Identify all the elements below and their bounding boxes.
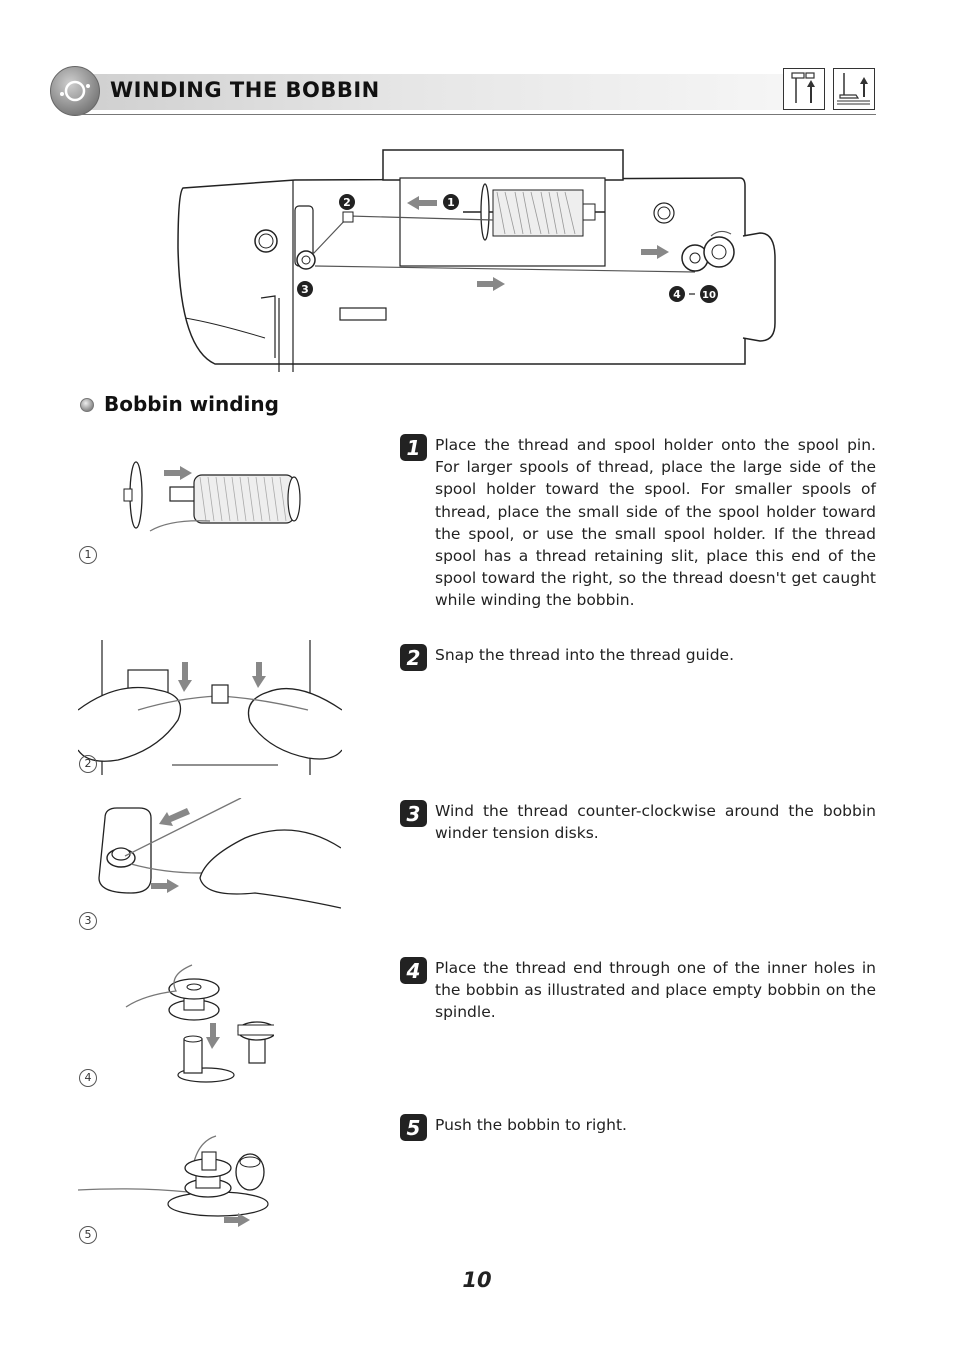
figure-label-5: 5 — [79, 1226, 97, 1244]
callout-badges: 1 2 3 4 10 — [297, 194, 718, 303]
step-2: 2 Snap the thread into the thread guide. — [400, 644, 876, 671]
subheading-title: Bobbin winding — [104, 392, 279, 416]
figure-label-1: 1 — [79, 546, 97, 564]
step-text: Place the thread and spool holder onto t… — [435, 436, 876, 610]
step-text: Push the bobbin to right. — [435, 1116, 627, 1134]
figure-label-4: 4 — [79, 1069, 97, 1087]
figure-1-spool-holder — [110, 455, 310, 540]
callout-10: 10 — [702, 290, 716, 301]
section-header: WINDING THE BOBBIN — [50, 66, 876, 116]
step-text: Wind the thread counter-clockwise around… — [435, 802, 876, 843]
step-5: 5 Push the bobbin to right. — [400, 1114, 876, 1141]
step-4: 4 Place the thread end through one of th… — [400, 957, 876, 1024]
sewing-machine-top-illustration: 1 2 3 4 10 — [175, 148, 785, 376]
step-text: Place the thread end through one of the … — [435, 959, 876, 1022]
subheading-bullet-icon — [80, 398, 94, 412]
step-number-badge: 4 — [400, 957, 427, 984]
callout-4: 4 — [673, 288, 681, 301]
needle-up-icon — [783, 68, 825, 110]
figure-5-push-bobbin — [77, 1132, 278, 1232]
step-number-badge: 5 — [400, 1114, 427, 1141]
page-title: WINDING THE BOBBIN — [110, 78, 380, 102]
step-text: Snap the thread into the thread guide. — [435, 646, 735, 664]
figure-label-2: 2 — [79, 755, 97, 773]
header-bar — [72, 74, 824, 110]
header-underline — [72, 114, 876, 115]
section-bullet-icon — [50, 66, 100, 116]
figure-label-3: 3 — [79, 912, 97, 930]
step-number-badge: 2 — [400, 644, 427, 671]
step-3: 3 Wind the thread counter-clockwise arou… — [400, 800, 876, 844]
page-number: 10 — [462, 1268, 492, 1292]
presser-foot-up-icon — [833, 68, 875, 110]
step-number-badge: 1 — [400, 434, 427, 461]
callout-1: 1 — [447, 196, 455, 209]
step-1: 1 Place the thread and spool holder onto… — [400, 434, 876, 612]
figure-2-thread-guide — [77, 640, 343, 775]
figure-3-tension-disks — [95, 797, 342, 933]
step-number-badge: 3 — [400, 800, 427, 827]
figure-4-bobbin-spindle — [124, 955, 277, 1085]
callout-3: 3 — [301, 283, 309, 296]
callout-2: 2 — [343, 196, 351, 209]
